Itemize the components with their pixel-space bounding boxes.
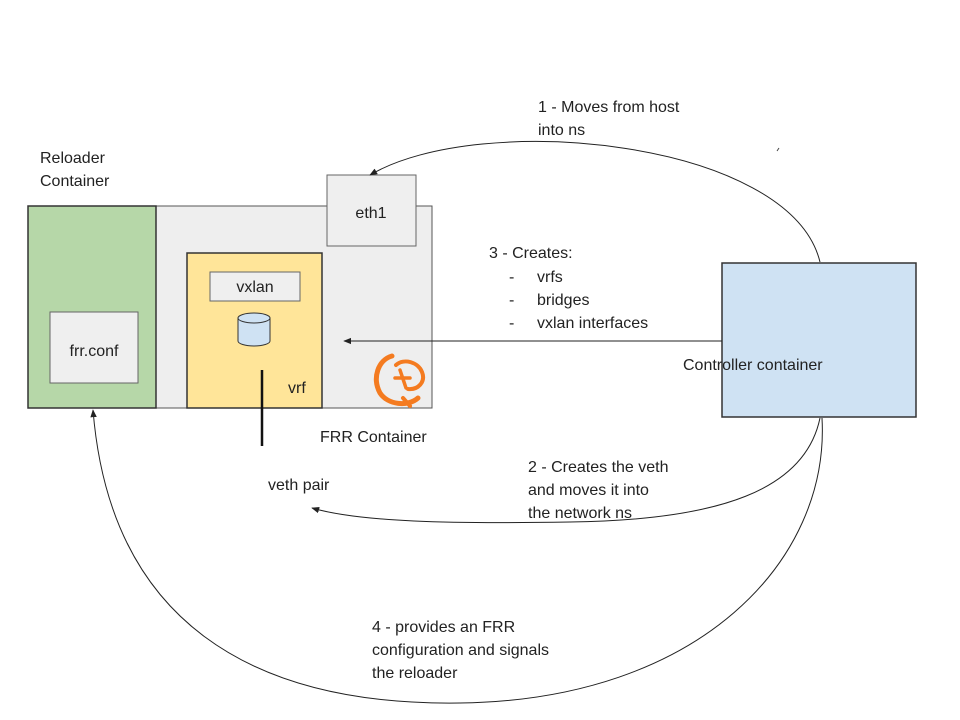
controller-container-box [721,262,917,418]
frr-logo-icon [374,353,425,408]
step1-line1: 1 - Moves from host [538,99,680,116]
veth-label: veth pair [268,477,330,494]
step3-item-3: vxlan interfaces [537,315,648,332]
step2-line3: the network ns [528,505,632,522]
reloader-label-line1: Reloader [40,150,106,167]
step2-arrow [311,417,821,524]
vrf-label: vrf [288,380,306,397]
stray-mark [776,147,780,152]
step3-title: 3 - Creates: [489,245,573,262]
vxlan-label: vxlan [236,279,273,296]
step4-line1: 4 - provides an FRR [372,619,515,636]
controller-label: Controller container [683,357,823,374]
step3-item-1: vrfs [537,269,563,286]
reloader-label-line2: Container [40,173,110,190]
step1-arrow [369,141,821,263]
step4-line2: configuration and signals [372,642,549,659]
step3-item-2: bridges [537,292,589,309]
eth1-box [326,174,417,247]
vxlan-box [209,271,301,302]
step4-arrow [90,409,823,704]
step2-line1: 2 - Creates the veth [528,459,669,476]
step4-line3: the reloader [372,665,458,682]
frr-container-label: FRR Container [320,429,427,446]
step3-bullet-1: - [509,269,514,286]
step3-bullet-3: - [509,315,514,332]
step2-line2: and moves it into [528,482,649,499]
step1-line2: into ns [538,122,585,139]
bridge-cylinder-icon [237,312,271,347]
eth1-label: eth1 [355,205,386,222]
step3-bullet-2: - [509,292,514,309]
frr-conf-label: frr.conf [70,343,119,360]
frr-conf-box [49,311,139,384]
